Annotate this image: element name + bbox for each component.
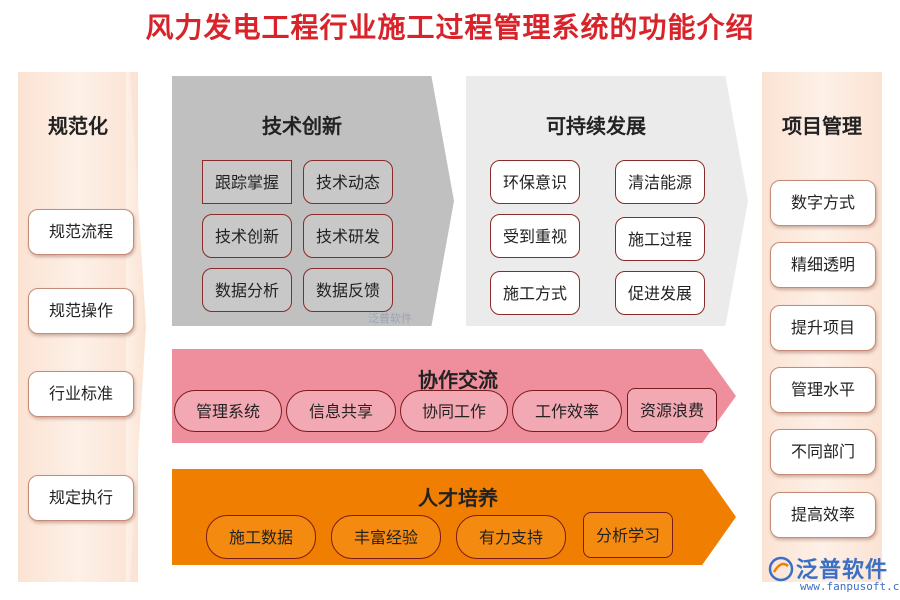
sustain-item: 施工方式	[490, 271, 580, 315]
tech-item: 数据反馈	[303, 268, 393, 312]
sustain-item: 受到重视	[490, 214, 580, 258]
collab-item: 协同工作	[400, 390, 508, 432]
tech-item: 数据分析	[202, 268, 292, 312]
talent-item: 施工数据	[206, 515, 316, 559]
right-item: 数字方式	[770, 180, 876, 226]
collab-item: 信息共享	[286, 390, 396, 432]
left-item: 规范流程	[28, 209, 134, 255]
right-item: 提高效率	[770, 492, 876, 538]
tech-panel-title: 技术创新	[262, 114, 342, 138]
collab-item: 工作效率	[512, 390, 622, 432]
logo-name: 泛普软件	[796, 558, 889, 583]
left-item: 行业标准	[28, 371, 134, 417]
right-item: 不同部门	[770, 429, 876, 475]
company-logo: 泛普软件 www.fanpusoft.com	[766, 552, 900, 596]
talent-item: 丰富经验	[331, 515, 441, 559]
collab-item: 资源浪费	[627, 388, 717, 432]
left-item: 规范操作	[28, 288, 134, 334]
left-column-title: 规范化	[48, 114, 108, 138]
right-item: 精细透明	[770, 242, 876, 288]
collab-item: 管理系统	[174, 390, 282, 432]
tech-item: 跟踪掌握	[202, 160, 292, 204]
watermark-text: 泛普软件	[368, 312, 412, 325]
sustain-panel-title: 可持续发展	[546, 114, 646, 138]
page-title: 风力发电工程行业施工过程管理系统的功能介绍	[145, 11, 755, 44]
right-item: 提升项目	[770, 305, 876, 351]
tech-item: 技术动态	[303, 160, 393, 204]
tech-item: 技术创新	[202, 214, 292, 258]
sustain-item: 清洁能源	[615, 160, 705, 204]
right-item: 管理水平	[770, 367, 876, 413]
sustain-item: 施工过程	[615, 217, 705, 261]
sustain-item: 环保意识	[490, 160, 580, 204]
collab-band-title: 协作交流	[418, 368, 498, 392]
tech-item: 技术研发	[303, 214, 393, 258]
talent-item: 有力支持	[456, 515, 566, 559]
sustain-item: 促进发展	[615, 271, 705, 315]
talent-item: 分析学习	[583, 512, 673, 558]
talent-band-title: 人才培养	[418, 486, 498, 510]
logo-icon	[768, 556, 794, 582]
logo-url: www.fanpusoft.com	[800, 580, 900, 593]
right-column-title: 项目管理	[782, 114, 862, 138]
left-item: 规定执行	[28, 475, 134, 521]
